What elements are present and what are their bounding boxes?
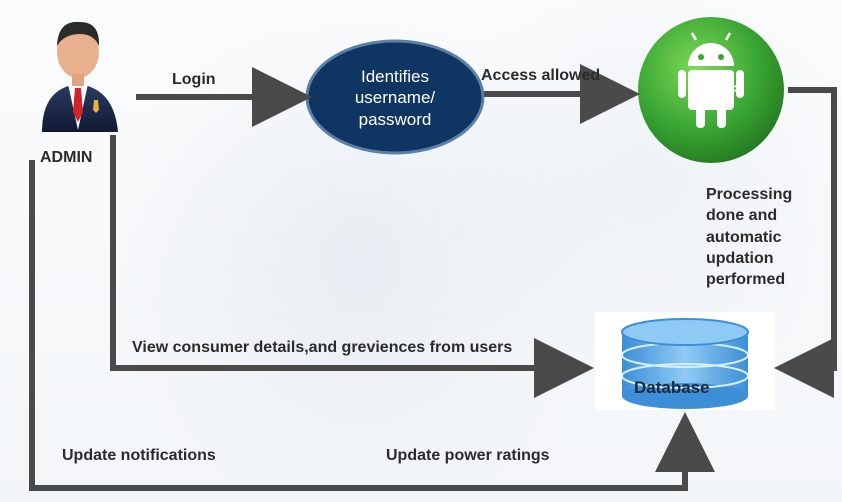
view-consumer-arrow xyxy=(110,135,594,398)
processing-line-4: updation xyxy=(706,249,774,267)
login-label: Login xyxy=(172,71,216,88)
identify-node-label: Identifies username/ password xyxy=(310,66,480,130)
identify-line-1: Identifies xyxy=(360,67,430,86)
admin-icon xyxy=(42,21,118,132)
database-label: Database xyxy=(634,378,710,397)
processing-line-2: done and xyxy=(706,207,778,225)
processing-line-1: Processing xyxy=(706,186,793,203)
update-arrow xyxy=(29,160,715,491)
arrows xyxy=(29,64,837,491)
processing-line-3: automatic xyxy=(706,228,782,246)
admin-label: ADMIN xyxy=(40,149,93,166)
database-icon xyxy=(595,312,775,410)
view-consumer-label: View consumer details,and greviences fro… xyxy=(132,339,513,356)
sebap-node xyxy=(638,17,784,163)
sebap-label: SEBAP xyxy=(690,82,739,98)
identify-line-2: username/ xyxy=(354,88,436,108)
update-notifications-label: Update notifications xyxy=(62,447,216,464)
identify-line-3: password xyxy=(358,109,432,129)
processing-arrow xyxy=(774,87,837,398)
processing-label: Processing done and automatic updation p… xyxy=(706,184,792,290)
update-power-ratings-label: Update power ratings xyxy=(386,447,550,464)
access-allowed-label: Access allowed xyxy=(481,67,601,84)
processing-line-5: performed xyxy=(706,271,786,289)
android-icon xyxy=(678,32,744,128)
